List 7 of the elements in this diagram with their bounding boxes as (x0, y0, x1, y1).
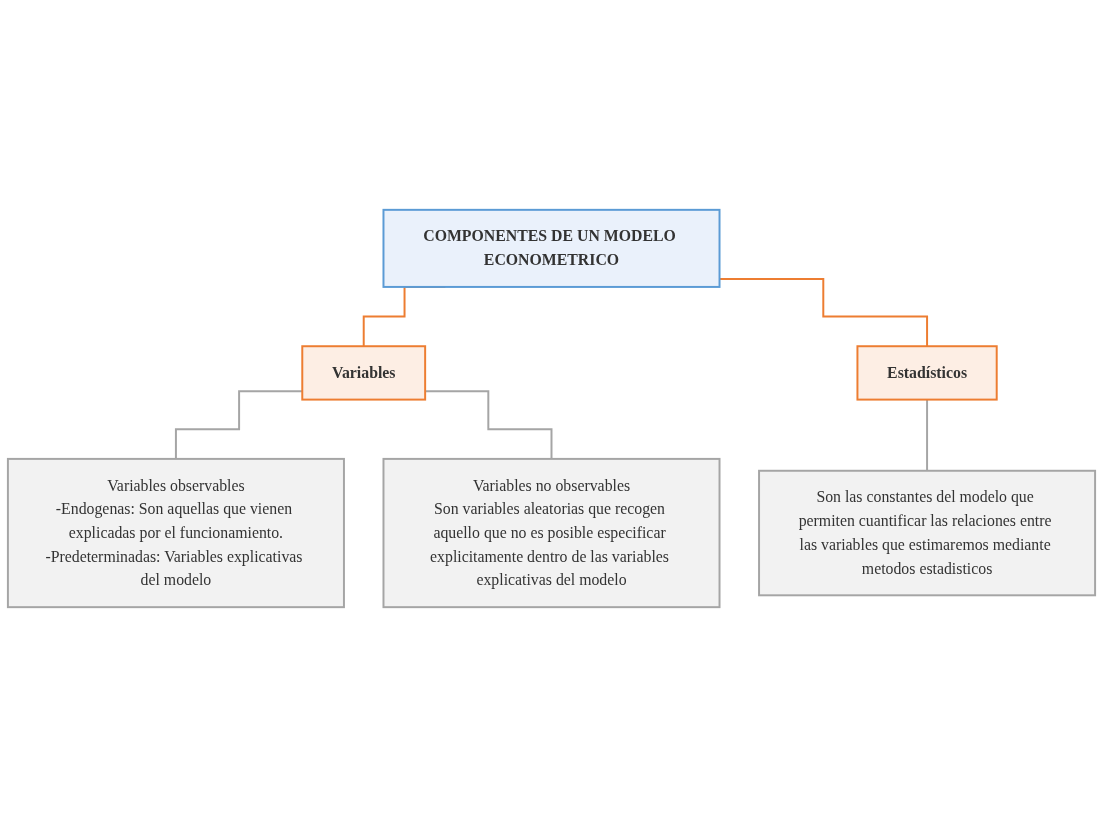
node-box: Variables no observables Son variables aleatorias que recogen aquello que no es posible especificar explicitamente dentro de las variables explicativas del modelo (382, 457, 721, 609)
node-box: Estadísticos (856, 345, 998, 401)
node-box: COMPONENTES DE UN MODELO ECONOMETRICO (382, 208, 721, 288)
node-box: Variables (301, 345, 427, 401)
node-box: Variables observables -Endogenas: Son aquellas que vienen explicadas por el funcionamiento. -Predeterminadas: Variables explicativas del modelo (6, 457, 345, 609)
node-box: Son las constantes del modelo que permiten cuantificar las relaciones entre las variables que estimaremos mediante metodos estadisticos (758, 469, 1097, 597)
connector (926, 398, 929, 472)
